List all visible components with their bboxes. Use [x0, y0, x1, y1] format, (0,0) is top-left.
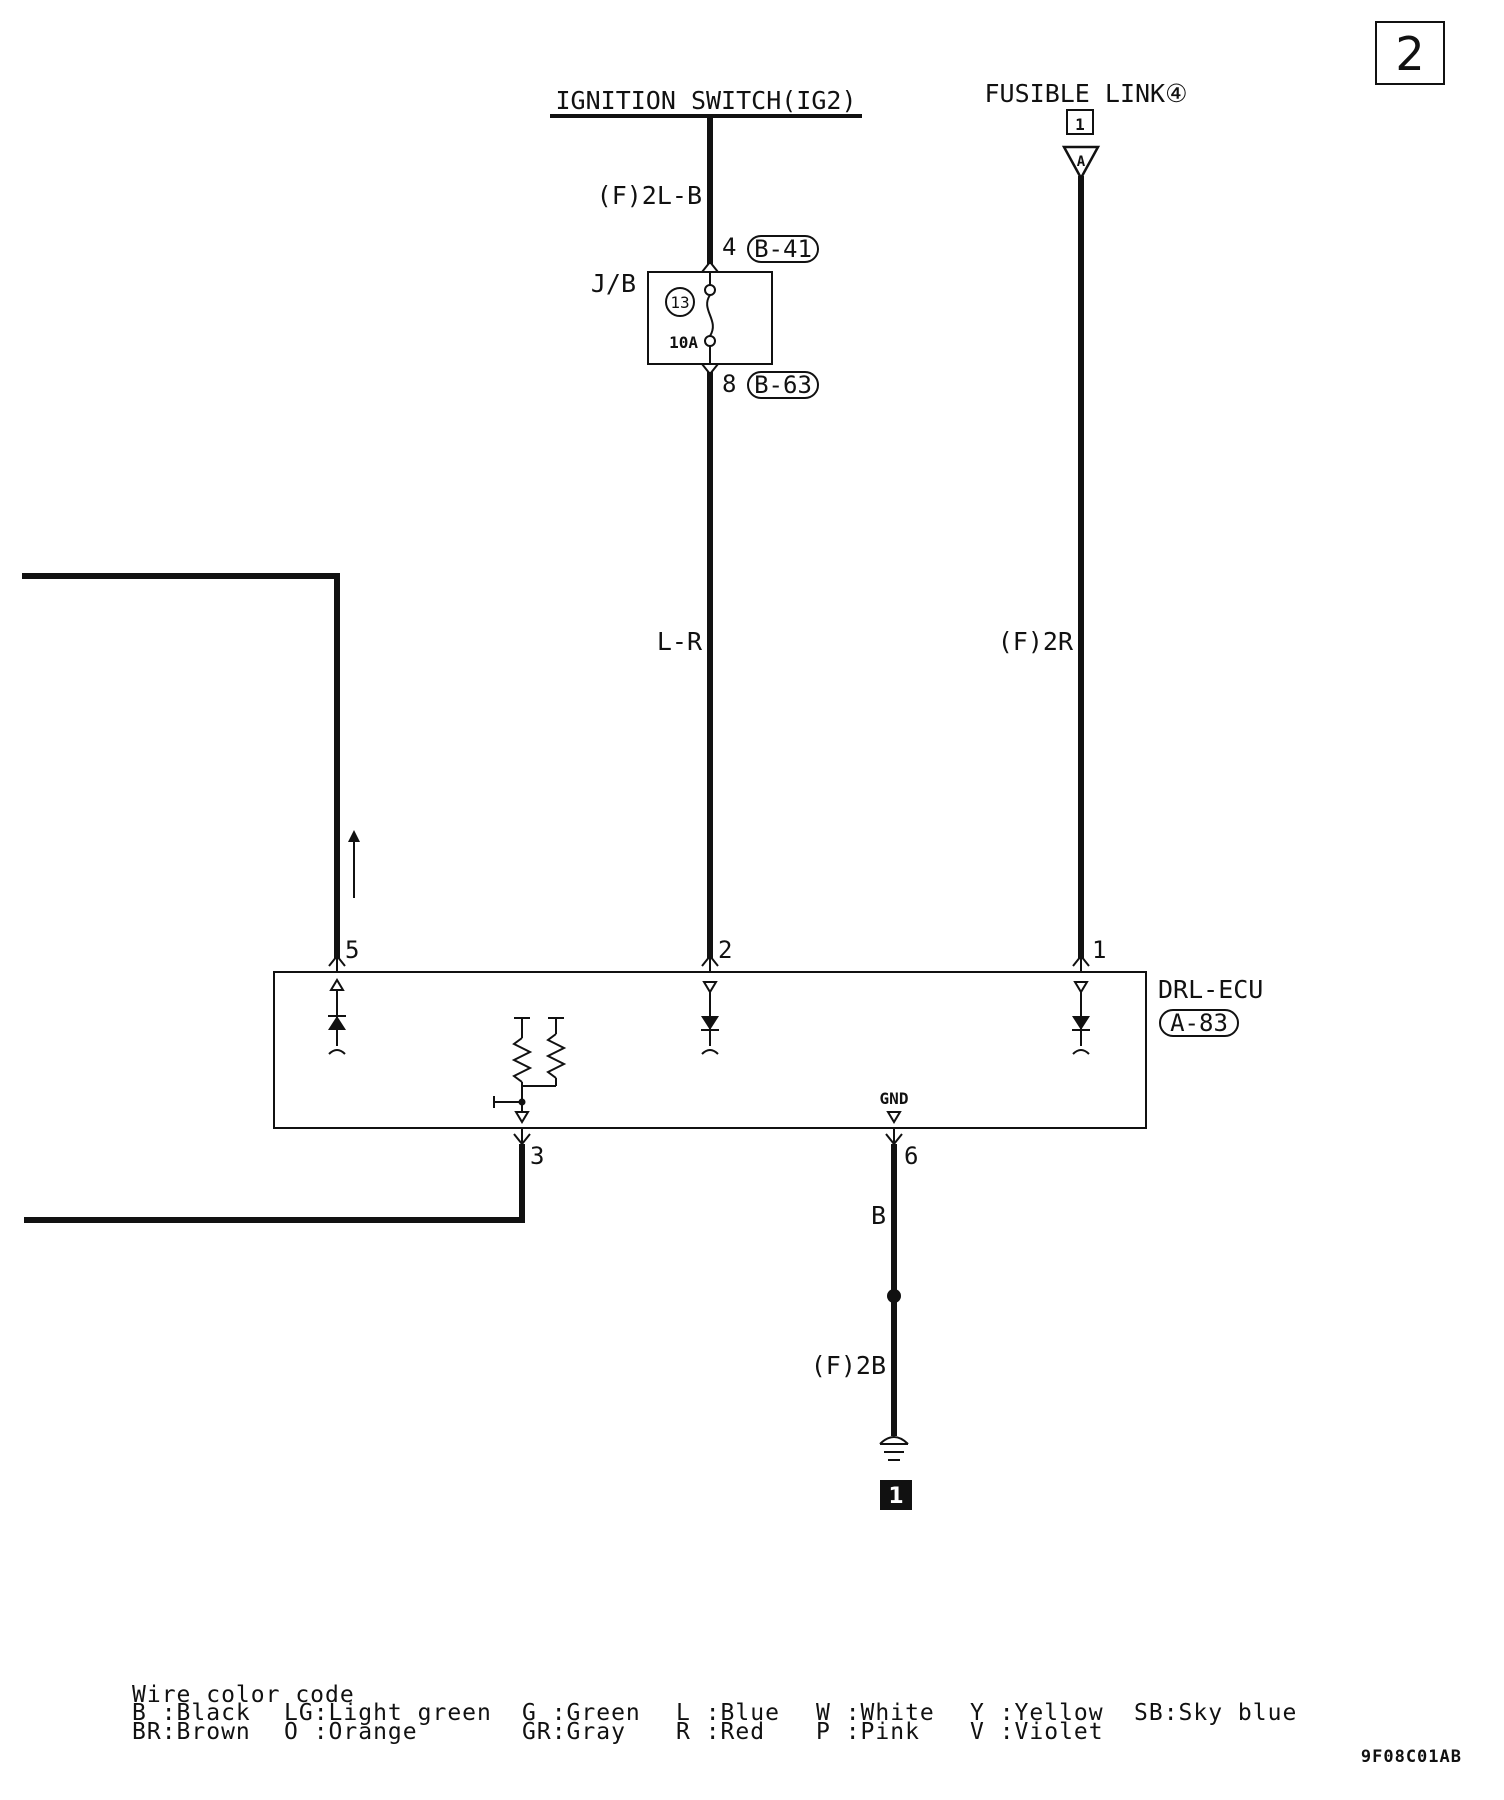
legend-w: W :White: [816, 1700, 935, 1726]
wire-label-b: B: [871, 1201, 886, 1230]
wire-ground: B (F)2B: [811, 1144, 901, 1436]
ecu-diode-pin2: [701, 981, 719, 1055]
wire-label-f2lb: (F)2L-B: [597, 181, 702, 210]
ecu-resistors: [493, 1017, 567, 1124]
ecu-diode-pin1: [1072, 981, 1090, 1055]
legend-sb: SB:Sky blue: [1134, 1700, 1297, 1726]
fuse-rating: 10A: [669, 333, 698, 352]
legend-v: V :Violet: [970, 1719, 1104, 1745]
junction-block-label: J/B: [591, 269, 636, 298]
ecu-pin-3: 3: [530, 1142, 544, 1170]
page-badge-number: 2: [1395, 27, 1424, 81]
page-badge: 2: [1375, 21, 1445, 85]
junction-block: J/B 4 B-41 13 10A 8 B-63: [591, 233, 819, 399]
ecu-connector: A-83: [1170, 1009, 1228, 1037]
ecu-pin-1: 1: [1092, 936, 1106, 964]
fusible-link-number: 1: [1075, 115, 1085, 134]
wire-fusible: (F)2R: [998, 176, 1084, 958]
fusible-link-label: FUSIBLE LINK④: [984, 79, 1187, 108]
wire-label-f2r: (F)2R: [998, 627, 1074, 656]
legend-br: BR:Brown: [132, 1719, 251, 1745]
wire-left-lower: [24, 1144, 525, 1223]
wire-label-lr: L-R: [657, 627, 703, 656]
ecu-pin-6: 6: [904, 1142, 918, 1170]
figure-code: 9F08C01AB: [1361, 1747, 1462, 1767]
jb-out-connector: B-63: [754, 371, 812, 399]
legend-r: R :Red: [676, 1719, 765, 1745]
legend-y: Y :Yellow: [970, 1700, 1104, 1726]
ecu-gnd-label: GND: [880, 1089, 909, 1108]
jb-out-pin: 8: [722, 370, 736, 398]
legend-p: P :Pink: [816, 1719, 920, 1745]
fuse-number: 13: [670, 293, 689, 312]
wire-color-legend: Wire color code B :Black LG:Light green …: [132, 1682, 1297, 1745]
ecu-diode-pin5: [328, 978, 346, 1055]
wire-left-upper: [22, 573, 360, 958]
jb-in-pin: 4: [722, 233, 736, 261]
ecu-name: DRL-ECU: [1158, 975, 1263, 1004]
wire-lr: L-R: [657, 372, 713, 958]
legend-b: B :Black: [132, 1700, 251, 1726]
legend-l: L :Blue: [676, 1700, 780, 1726]
ignition-switch-source: IGNITION SWITCH(IG2): [550, 86, 862, 118]
ecu-pin-2: 2: [718, 936, 732, 964]
legend-o: O :Orange: [284, 1719, 418, 1745]
ground-number: 1: [888, 1484, 903, 1509]
wire-label-f2b: (F)2B: [811, 1351, 886, 1380]
fusible-link-connector: A: [1077, 154, 1086, 170]
ecu-pin-5: 5: [345, 936, 359, 964]
ground-symbol: 1: [879, 1436, 912, 1510]
splice-point: [887, 1289, 901, 1303]
ignition-switch-label: IGNITION SWITCH(IG2): [555, 86, 856, 115]
drl-ecu: DRL-ECU A-83 5 2 1: [273, 936, 1263, 1170]
fusible-link-source: FUSIBLE LINK④ 1 A: [984, 79, 1188, 181]
ecu-gnd-marker: GND: [880, 1089, 909, 1124]
legend-gr: GR:Gray: [522, 1719, 626, 1745]
jb-in-connector: B-41: [754, 235, 812, 263]
legend-title: Wire color code: [132, 1682, 355, 1708]
wire-ignition: (F)2L-B: [597, 116, 713, 264]
legend-g: G :Green: [522, 1700, 641, 1726]
legend-lg: LG:Light green: [284, 1700, 492, 1726]
